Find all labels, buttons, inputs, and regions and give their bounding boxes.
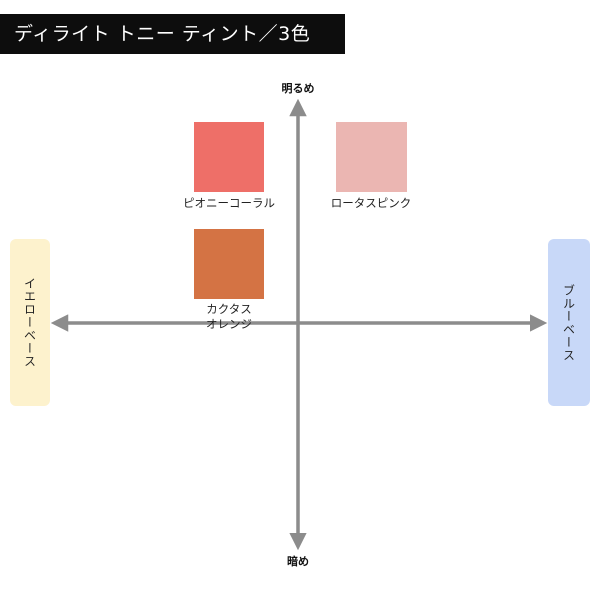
- swatch-peony-coral: [194, 122, 264, 192]
- blue-base-box: ブルーベース: [548, 239, 590, 406]
- swatch-lotus-pink: [336, 122, 407, 192]
- yellow-base-label: イエローベース: [22, 277, 37, 368]
- swatch-cactus-orange: [194, 229, 264, 299]
- yellow-base-box: イエローベース: [10, 239, 50, 406]
- title-banner: ディライト トニー ティント／3色: [0, 14, 345, 54]
- title-text: ディライト トニー ティント／3色: [14, 23, 311, 45]
- swatch-label-peony-coral: ピオニーコーラル: [183, 196, 275, 210]
- top-axis-label: 明るめ: [281, 82, 315, 95]
- blue-base-label: ブルーベース: [561, 283, 576, 362]
- swatch-label-lotus-pink: ロータスピンク: [330, 196, 412, 210]
- bottom-axis-label: 暗め: [287, 555, 309, 568]
- swatch-label-cactus-orange: カクタスオレンジ: [206, 302, 252, 331]
